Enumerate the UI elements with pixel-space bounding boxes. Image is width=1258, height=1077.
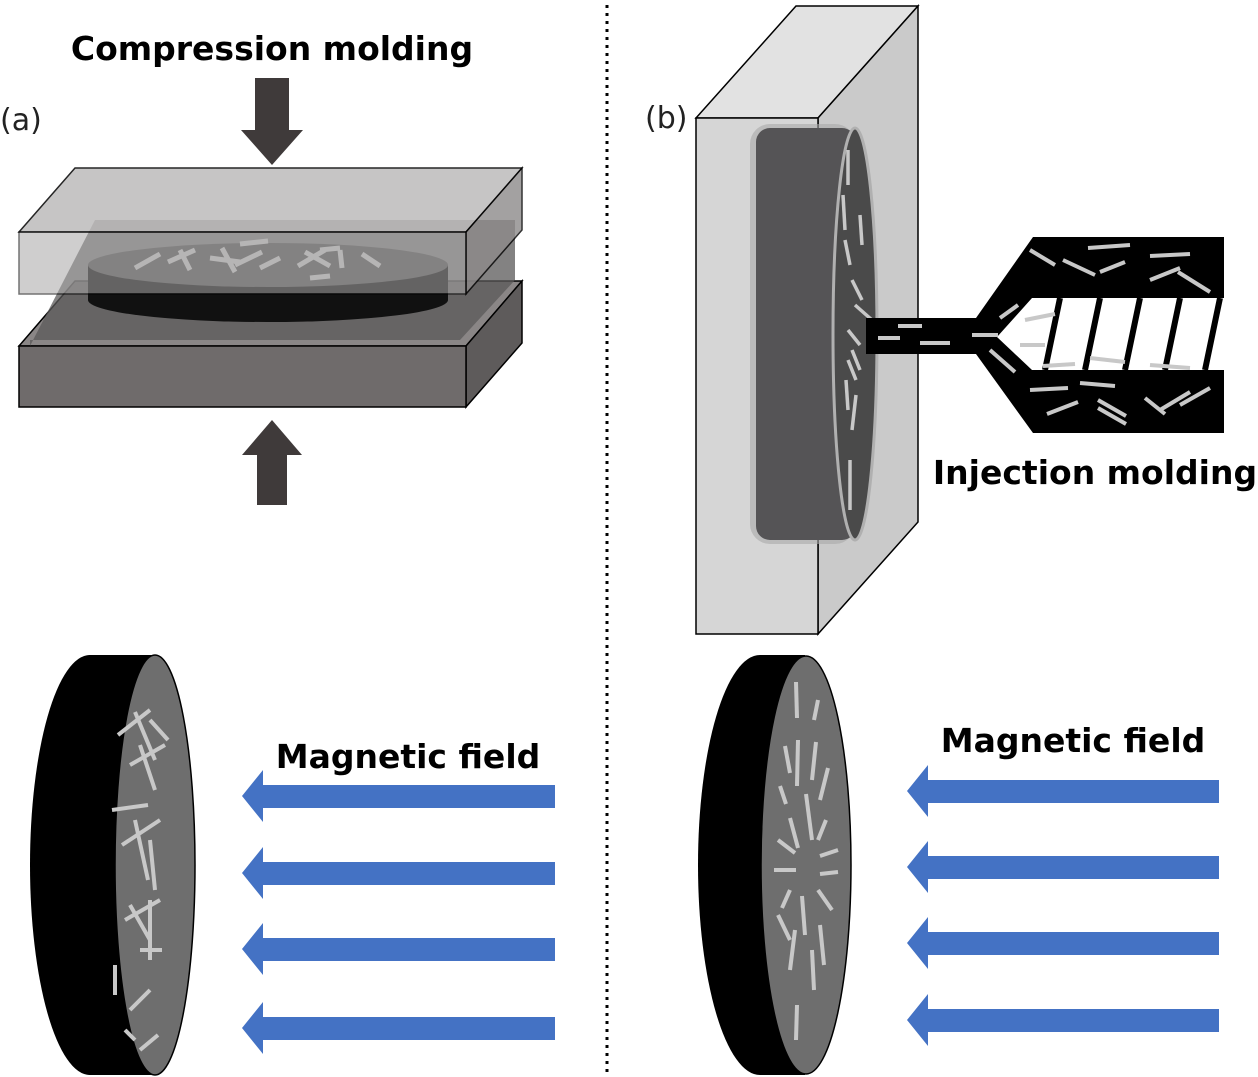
radial-fibers	[774, 681, 839, 1041]
screw-flights	[1042, 297, 1223, 371]
injection-molding-title: Injection molding	[933, 453, 1257, 492]
field-arrow-icon	[907, 765, 1219, 817]
magnetic-field-label-b: Magnetic field	[941, 721, 1206, 760]
panel-a: Compression molding (a)	[0, 29, 555, 1076]
upper-mold-plate	[17, 166, 524, 296]
magnetic-field-label-a: Magnetic field	[276, 737, 541, 776]
injection-result-disk	[698, 655, 852, 1075]
press-down-arrow-icon	[241, 78, 303, 165]
injection-disk-in-mold	[750, 124, 879, 544]
magnetic-field-arrows-a	[242, 770, 555, 1054]
injection-barrel	[866, 237, 1224, 433]
radial-fibers	[841, 150, 874, 510]
field-arrow-icon	[907, 994, 1219, 1046]
press-up-arrow-icon	[242, 420, 302, 505]
panel-a-label: (a)	[0, 103, 42, 138]
barrel-fibers	[878, 243, 1212, 426]
field-arrow-icon	[242, 847, 555, 899]
field-arrow-icon	[242, 770, 555, 822]
field-arrow-icon	[242, 923, 555, 975]
panel-b: (b)	[645, 4, 1257, 1075]
compression-result-disk	[30, 654, 196, 1076]
field-arrow-icon	[242, 1002, 555, 1054]
compression-molding-title: Compression molding	[71, 29, 473, 68]
field-arrow-icon	[907, 841, 1219, 893]
panel-b-label: (b)	[645, 101, 687, 136]
random-fibers	[111, 708, 170, 1052]
magnetic-field-arrows-b	[907, 765, 1219, 1046]
field-arrow-icon	[907, 917, 1219, 969]
